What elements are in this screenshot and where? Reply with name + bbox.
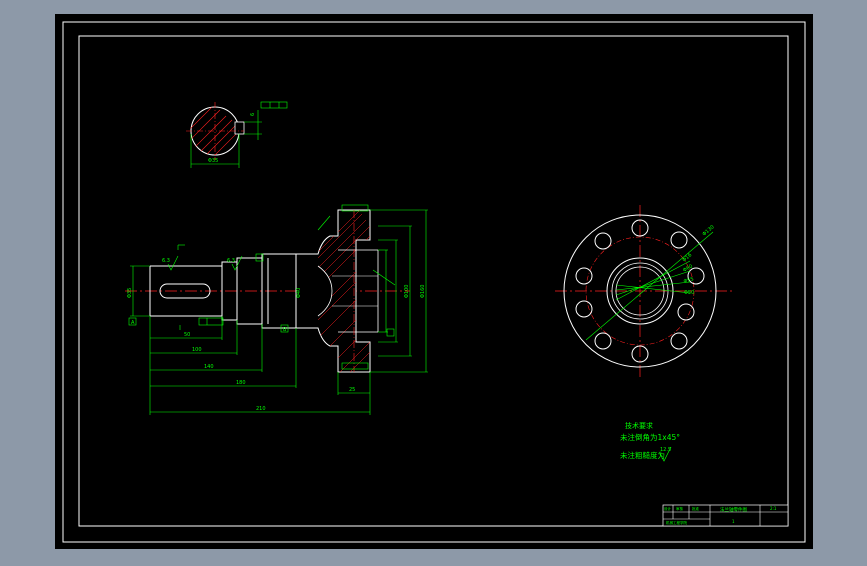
title-cell-approve: 批准 [692, 506, 700, 511]
section-diameter-label: Φ35 [208, 158, 218, 164]
len-2-label: 100 [192, 347, 202, 353]
svg-text:6.3: 6.3 [227, 258, 235, 264]
section-view[interactable]: Φ35 6 [170, 100, 288, 168]
title-cell-review: 审核 [676, 506, 684, 511]
technical-requirements: 技术要求 未注倒角为1x45° 未注粗糙度为 12.5 [620, 421, 680, 462]
title-scale: 2:1 [770, 506, 777, 511]
flange-bore1-label: Φ60 [682, 263, 694, 273]
drawing-sheet [55, 14, 813, 549]
flange-side-view[interactable]: Φ130 Φ16 Φ60 Φ55 Φ50 [555, 205, 732, 378]
title-drawing-name: 法兰轴零件图 [720, 506, 747, 513]
title-sheet: 1 [732, 519, 735, 524]
title-school: 机械工程学院 [666, 520, 687, 525]
flange-bore2-label: Φ55 [683, 276, 695, 284]
keyway-depth-label: 6 [250, 113, 256, 116]
datum-b-label: B [283, 327, 287, 333]
len-3-label: 140 [204, 364, 214, 370]
flange-width-label: 25 [349, 387, 355, 393]
shaft-d1-label: Φ35 [127, 288, 133, 298]
inner-frame [78, 35, 789, 527]
datum-a-label: A [131, 320, 135, 326]
len-1-label: 50 [184, 332, 190, 338]
shaft-d2-label: Φ40 [296, 288, 302, 298]
roughness-symbol-icon [659, 446, 672, 462]
flange-d-inner-label: Φ100 [404, 285, 410, 298]
len-5-label: 210 [256, 406, 266, 412]
tech-req-title: 技术要求 [625, 421, 653, 430]
outer-frame [62, 21, 806, 543]
tech-req-roughness: 12.5 [660, 447, 671, 453]
tech-req-line1: 未注倒角为1x45° [620, 432, 680, 442]
title-block[interactable]: 设计 审核 批准 法兰轴零件图 2:1 1 机械工程学院 [662, 504, 789, 527]
roughness-label: 6.3 [162, 258, 170, 264]
len-4-label: 180 [236, 380, 246, 386]
flange-d-outer-label: Φ160 [420, 285, 426, 298]
flange-bolt-label: Φ16 [681, 252, 693, 263]
flange-bore3-label: Φ50 [684, 290, 694, 296]
tech-req-line2: 未注粗糙度为 [620, 450, 665, 460]
title-cell-design: 设计 [664, 506, 672, 511]
